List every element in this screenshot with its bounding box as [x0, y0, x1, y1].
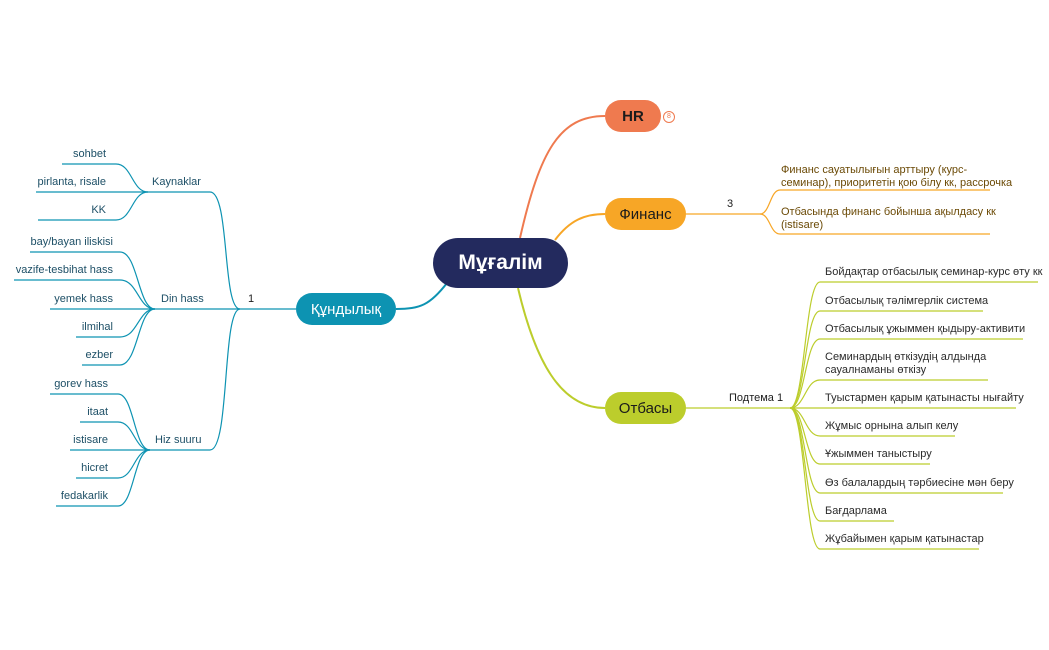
otbasy-connector-label: Подтема 1 — [729, 392, 784, 404]
finans-item-1[interactable]: Финанс сауатылығын арттыру (курс- семина… — [781, 164, 1012, 190]
kaynaklar-item-3[interactable]: KK — [91, 204, 106, 216]
otbasy-item-2[interactable]: Отбасылық тәлімгерлік система — [825, 295, 989, 307]
finans-item-1-line2: семинар), приоритетін қою білу кк, расср… — [781, 177, 1013, 189]
hr-collapsed-count-badge[interactable]: 8 — [663, 111, 675, 123]
finans-item-2-line1: Отбасында финанс бойынша ақылдасу кк — [781, 206, 996, 218]
topic-otbasy[interactable]: Отбасы — [605, 392, 686, 424]
group-hiz-suuru[interactable]: Hiz suuru — [155, 434, 202, 446]
branch-line-finans — [554, 213, 606, 241]
kaynaklar-item-1[interactable]: sohbet — [72, 148, 106, 160]
otbasy-item-5[interactable]: Туыстармен қарым қатынасты нығайту — [825, 392, 1024, 404]
hiz-suuru-item-1[interactable]: gorev hass — [54, 378, 108, 390]
finans-item-1-line1: Финанс сауатылығын арттыру (курс- — [781, 164, 968, 176]
din-hass-item-3[interactable]: yemek hass — [54, 293, 113, 305]
topic-finans[interactable]: Финанс — [605, 198, 686, 230]
branch-line-kundylyk — [395, 282, 448, 310]
din-hass-item-1[interactable]: bay/bayan iliskisi — [30, 236, 113, 248]
hiz-suuru-item-2[interactable]: itaat — [87, 406, 108, 418]
finans-item-2[interactable]: Отбасында финанс бойынша ақылдасу кк (is… — [781, 206, 996, 232]
otbasy-item-8[interactable]: Өз балалардың тәрбиесіне мән беру — [825, 477, 1014, 489]
din-hass-item-2[interactable]: vazife-tesbihat hass — [15, 264, 113, 276]
hiz-suuru-item-5[interactable]: fedakarlik — [60, 490, 108, 502]
hiz-suuru-item-4[interactable]: hicret — [81, 462, 108, 474]
din-hass-item-4[interactable]: ilmihal — [81, 321, 113, 333]
otbasy-item-9[interactable]: Бағдарлама — [825, 505, 887, 517]
group-din-hass[interactable]: Din hass — [161, 293, 204, 305]
din-hass-item-5[interactable]: ezber — [85, 349, 113, 361]
otbasy-item-10[interactable]: Жұбайымен қарым қатынастар — [825, 533, 984, 545]
otbasy-item-1[interactable]: Бойдақтар отбасылық семинар-курс өту кк — [825, 266, 1043, 278]
otbasy-item-4-line1: Семинардың өткізудің алдында — [825, 351, 987, 363]
central-topic[interactable]: Мұғалім — [433, 238, 568, 288]
hiz-suuru-item-3[interactable]: istisare — [73, 434, 108, 446]
otbasy-item-7[interactable]: Ұжыммен таныстыру — [825, 448, 932, 460]
otbasy-subtree — [686, 281, 1038, 550]
otbasy-item-3[interactable]: Отбасылық ұжыммен қыдыру-активити — [825, 323, 1026, 335]
group-kaynaklar[interactable]: Kaynaklar — [152, 176, 201, 188]
kaynaklar-item-2[interactable]: pirlanta, risale — [37, 176, 106, 188]
otbasy-item-6[interactable]: Жұмыс орнына алып келу — [825, 420, 959, 432]
kundylyk-connector-label: 1 — [248, 293, 255, 305]
branch-line-hr — [519, 115, 606, 239]
topic-hr[interactable]: HR — [605, 100, 661, 132]
otbasy-item-4[interactable]: Семинардың өткізудің алдында сауалнаманы… — [825, 351, 986, 377]
topic-kundylyk[interactable]: Құндылық — [296, 293, 396, 325]
branch-line-otbasy — [517, 287, 606, 409]
kundylyk-subtree — [14, 163, 296, 507]
otbasy-item-4-line2: сауалнаманы өткізу — [825, 364, 927, 376]
finans-connector-label: 3 — [727, 198, 734, 210]
finans-subtree — [686, 189, 990, 235]
finans-item-2-line2: (istisare) — [781, 219, 824, 231]
